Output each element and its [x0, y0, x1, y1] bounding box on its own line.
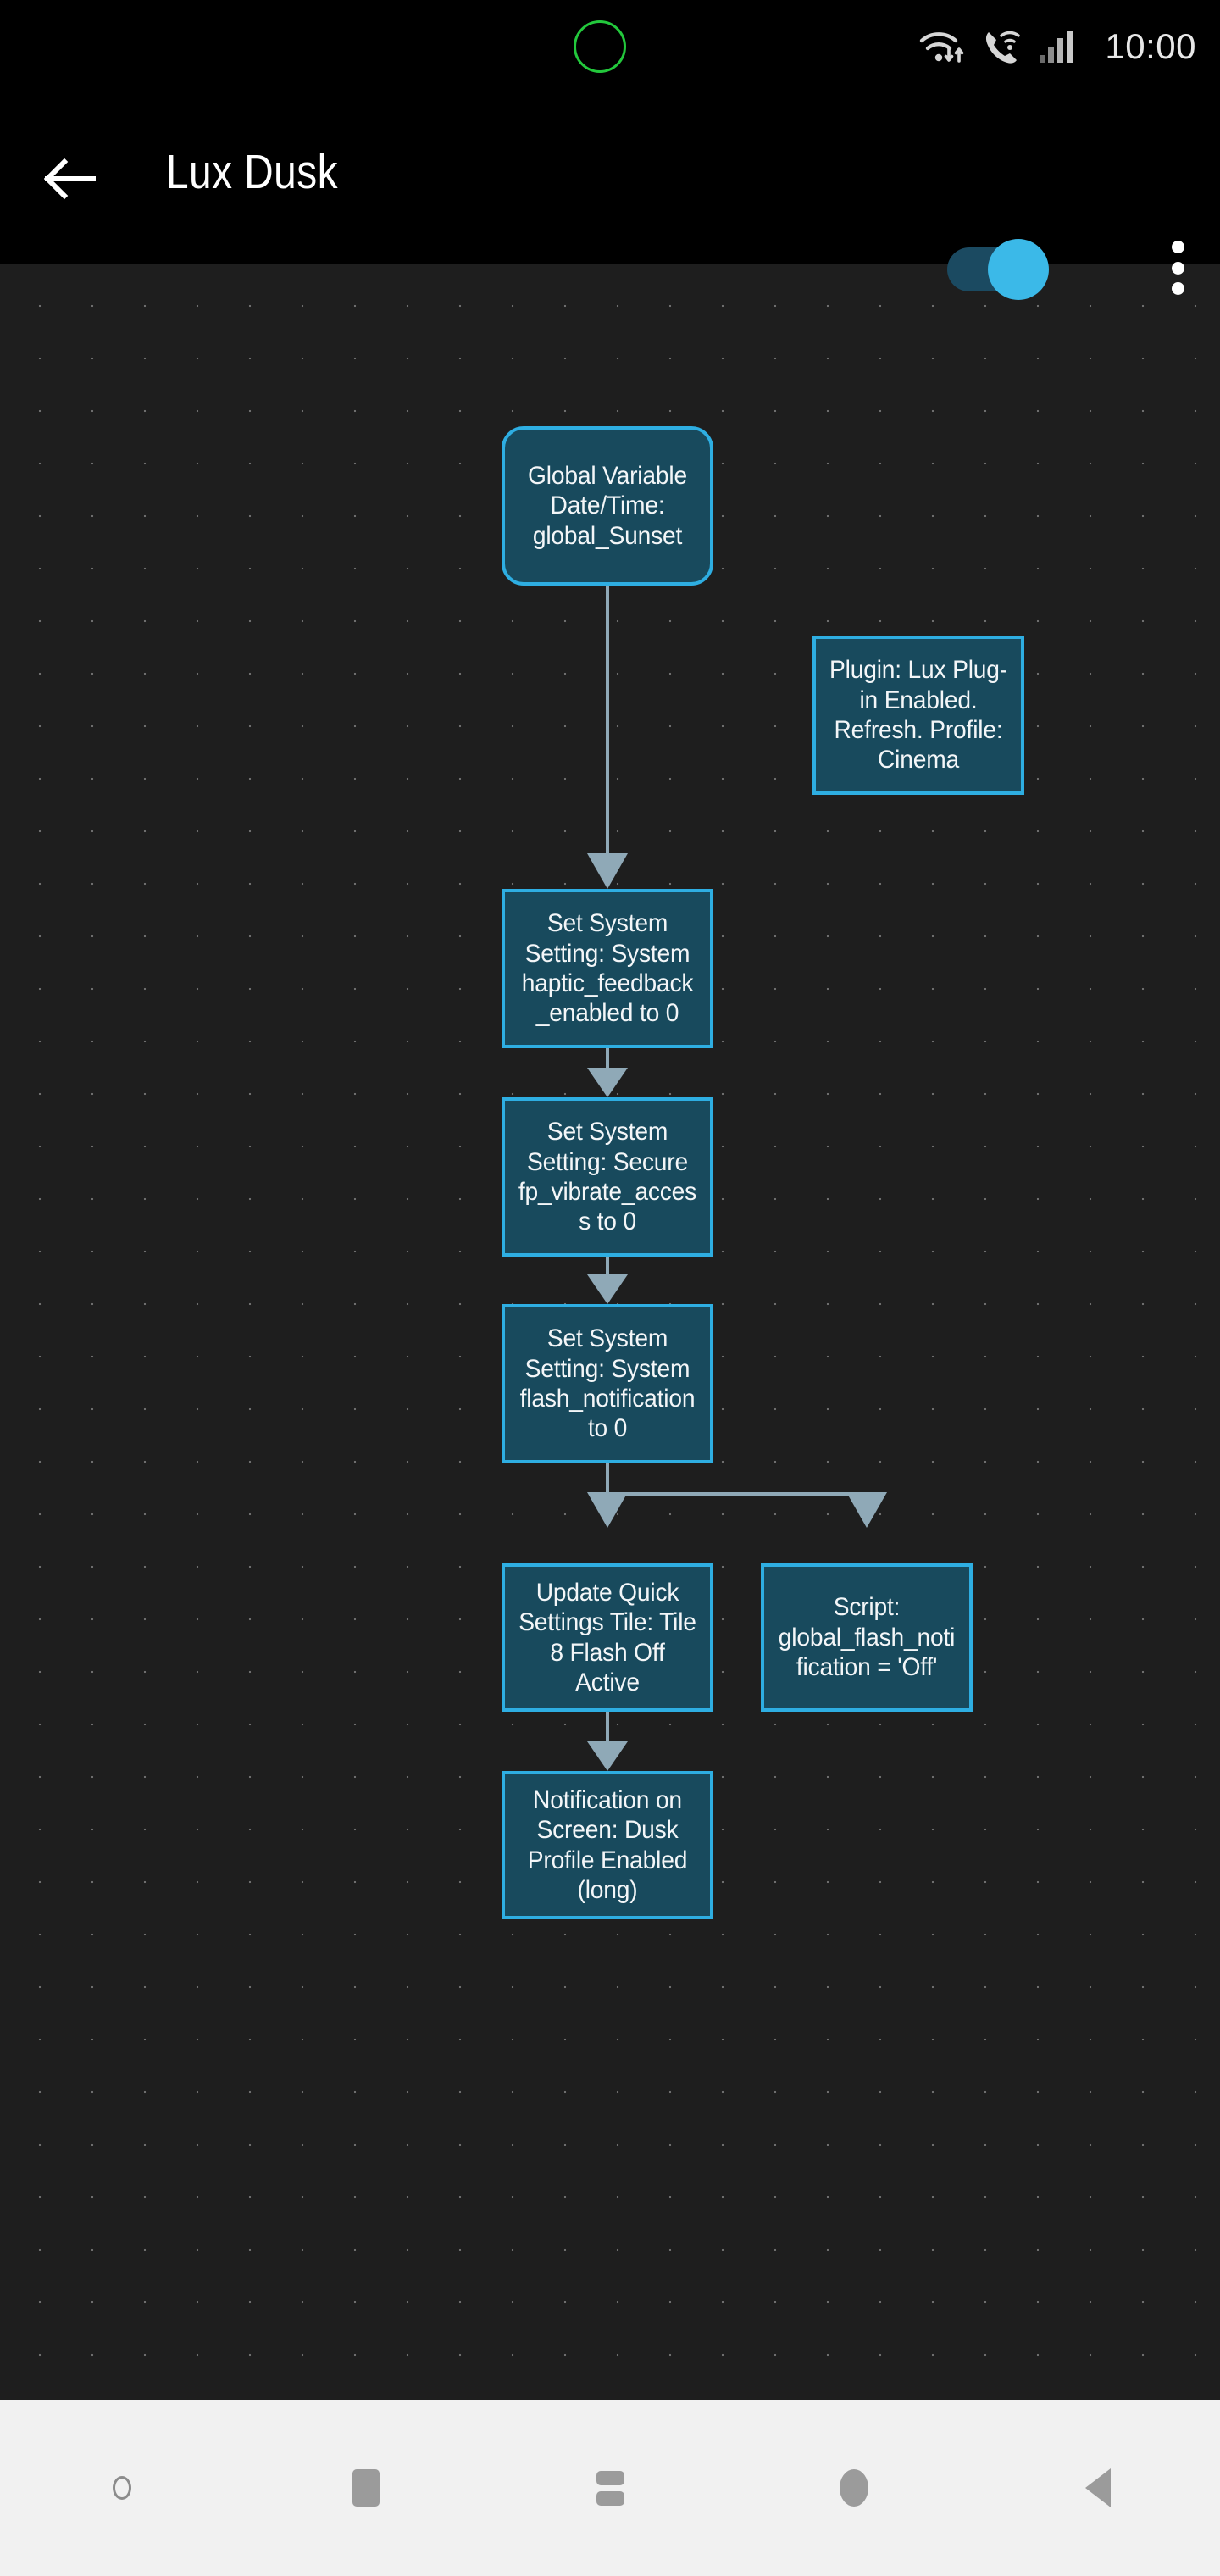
global-variable-node[interactable]: Global Variable Date/Time: global_Sunset [502, 426, 713, 586]
status-icon-tray: 10:00 [918, 0, 1196, 93]
node-label: Set System Setting: System haptic_feedba… [521, 909, 694, 1028]
back-arrow-icon[interactable] [43, 158, 97, 200]
circle-icon [840, 2469, 868, 2507]
nav-home-button[interactable] [732, 2400, 976, 2576]
bar-bottom [596, 2490, 624, 2506]
page-title: Lux Dusk [166, 145, 338, 199]
bar-top [596, 2470, 624, 2485]
node-label: Script: global_flash_notification = 'Off… [778, 1593, 956, 1682]
node-label: Plugin: Lux Plug-in Enabled. Refresh. Pr… [829, 656, 1008, 774]
plugin-lux-node[interactable]: Plugin: Lux Plug-in Enabled. Refresh. Pr… [812, 636, 1024, 795]
node-label: Set System Setting: System flash_notific… [519, 1324, 696, 1443]
overflow-menu-icon[interactable] [1152, 237, 1203, 298]
arrow-n1-n3 [587, 853, 628, 889]
arrow-n6-n8 [587, 1741, 628, 1771]
nav-split-button[interactable] [488, 2400, 732, 2576]
arrow-bus-n6 [587, 1492, 628, 1528]
task-enabled-toggle[interactable] [947, 237, 1056, 300]
system-navigation-bar [0, 2400, 1220, 2576]
script-global-flash-notification-node[interactable]: Script: global_flash_notification = 'Off… [761, 1563, 973, 1712]
overflow-dot-1 [1171, 241, 1184, 253]
arrow-n3-n4 [587, 1068, 628, 1097]
notification-on-screen-node[interactable]: Notification on Screen: Dusk Profile Ena… [502, 1771, 713, 1919]
camera-cutout [574, 20, 626, 73]
node-label: Update Quick Settings Tile: Tile 8 Flash… [518, 1578, 696, 1696]
node-label: Set System Setting: Secure fp_vibrate_ac… [518, 1118, 697, 1236]
task-flow-canvas[interactable]: Global Variable Date/Time: global_Sunset… [0, 264, 1220, 2400]
overflow-dot-3 [1171, 282, 1184, 295]
update-quick-settings-tile-node[interactable]: Update Quick Settings Tile: Tile 8 Flash… [502, 1563, 713, 1712]
stacked-bars-icon [596, 2470, 624, 2506]
app-toolbar: Lux Dusk [0, 93, 1220, 300]
arrow-n4-n5 [587, 1274, 628, 1304]
nav-back-button[interactable] [976, 2400, 1220, 2576]
set-system-setting-haptic-node[interactable]: Set System Setting: System haptic_feedba… [502, 889, 713, 1048]
cellular-signal-icon [1040, 31, 1073, 63]
toggle-thumb [988, 239, 1049, 300]
set-system-setting-fp-vibrate-node[interactable]: Set System Setting: Secure fp_vibrate_ac… [502, 1097, 713, 1257]
vowifi-call-icon [986, 31, 1021, 64]
arrow-bus-n7 [846, 1492, 887, 1528]
back-triangle-icon [1085, 2468, 1111, 2507]
status-bar: 10:00 [0, 0, 1220, 93]
nav-overview-button[interactable] [244, 2400, 488, 2576]
square-icon [352, 2469, 380, 2507]
nav-indicator-dot[interactable] [0, 2400, 244, 2576]
node-label: Notification on Screen: Dusk Profile Ena… [527, 1785, 688, 1904]
wifi-updown-icon [920, 32, 964, 63]
set-system-setting-flash-notification-node[interactable]: Set System Setting: System flash_notific… [502, 1304, 713, 1463]
status-clock: 10:00 [1105, 26, 1196, 66]
overflow-dot-2 [1171, 261, 1184, 275]
small-circle-outline-icon [113, 2476, 131, 2500]
node-label: Global Variable Date/Time: global_Sunset [528, 461, 687, 550]
